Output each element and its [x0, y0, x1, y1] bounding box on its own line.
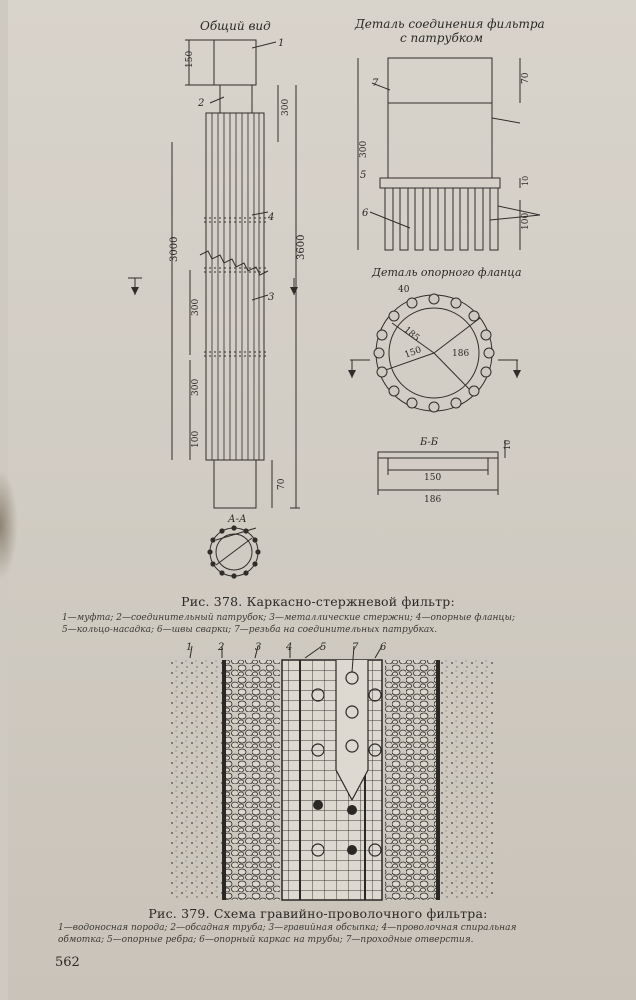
dim-100: 100: [191, 431, 201, 448]
dim-flange-185: 185: [402, 325, 422, 344]
figure-379-drawing: [170, 645, 495, 901]
dim-bb-10: 10: [503, 440, 512, 450]
section-aa-label: А-А: [227, 514, 247, 525]
dim-flange-150: 150: [403, 345, 423, 360]
general-view-title: Общий вид: [200, 19, 271, 33]
dim-bb-150: 150: [424, 473, 441, 483]
figure-379-legend-line1: 1—водоносная порода; 2—обсадная труба; 3…: [58, 923, 517, 933]
dim-300-low: 300: [191, 379, 201, 396]
dim-300-mid: 300: [191, 299, 201, 316]
fig379-label-6: 6: [380, 642, 387, 653]
part-7: 7: [372, 78, 379, 89]
figure-378-drawing: [128, 39, 541, 579]
figure-379-labels: 1 2 3 4 5 7 6: [186, 642, 387, 653]
dim-joint-10: 10: [521, 176, 530, 186]
figure-379-caption: Рис. 379. Схема гравийно-проволочного фи…: [148, 906, 488, 921]
dim-bb-186: 186: [424, 495, 441, 505]
page-number: 562: [55, 955, 80, 970]
fig379-label-2: 2: [217, 642, 224, 653]
dim-flange-40: 40: [398, 285, 410, 295]
joint-detail-title-2: с патрубком: [400, 31, 483, 45]
part-6: 6: [362, 208, 369, 219]
finger-shadow: [0, 470, 18, 580]
section-bb-label: Б-Б: [419, 437, 439, 448]
part-1: 1: [278, 38, 284, 49]
figure-378-labels: Общий вид Деталь соединения фильтра с па…: [169, 17, 545, 525]
figure-378-legend-line1: 1—муфта; 2—соединительный патрубок; 3—ме…: [62, 613, 516, 623]
fig379-label-1: 1: [186, 642, 192, 653]
fig379-label-3: 3: [255, 642, 261, 653]
joint-detail-title-1: Деталь соединения фильтра: [354, 17, 545, 31]
dim-150: 150: [185, 51, 195, 68]
part-2: 2: [197, 98, 204, 109]
figure-378-legend-line2: 5—кольцо-насадка; 6—швы сварки; 7—резьба…: [62, 625, 438, 635]
dim-joint-100: 100: [521, 213, 531, 230]
dim-70: 70: [277, 478, 287, 490]
flange-detail-title: Деталь опорного фланца: [371, 266, 522, 279]
figure-379-legend: 1—водоносная порода; 2—обсадная труба; 3…: [58, 922, 586, 946]
dim-joint-300: 300: [359, 141, 369, 158]
dim-joint-70: 70: [521, 72, 531, 84]
dim-3600: 3600: [296, 235, 307, 260]
figure-378-legend: 1—муфта; 2—соединительный патрубок; 3—ме…: [62, 612, 582, 636]
part-4: 4: [267, 212, 274, 223]
figure-378-caption: Рис. 378. Каркасно-стержневой фильтр:: [181, 594, 455, 609]
dim-flange-186: 186: [452, 349, 469, 359]
figure-379-legend-line2: обмотка; 5—опорные ребра; 6—опорный карк…: [58, 935, 474, 945]
dim-300-top: 300: [281, 99, 291, 116]
fig379-label-4: 4: [285, 642, 292, 653]
part-3: 3: [268, 292, 274, 303]
part-5: 5: [360, 170, 366, 181]
fig379-label-5: 5: [320, 642, 326, 653]
fig379-label-7: 7: [352, 642, 359, 653]
dim-3000: 3000: [169, 237, 180, 262]
